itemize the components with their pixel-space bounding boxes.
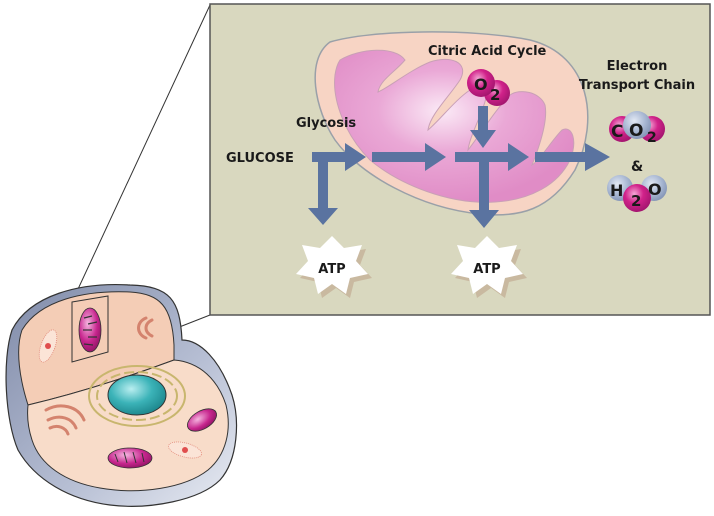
nucleus [107,374,167,416]
co2-o-text: O [629,121,643,141]
h2o-molecule: H 2 O [607,175,667,212]
glycosis-label: Glycosis [296,116,356,131]
arrow-atp-1 [308,160,338,225]
co2-c-text: C [611,122,623,142]
ampersand-text: & [631,159,643,175]
arrow-to-etc [535,143,610,171]
etc-label-line1: Electron [607,59,668,74]
co2-molecule: C O 2 [609,111,665,146]
etc-label-line2: Transport Chain [579,78,695,93]
atp-2-label: ATP [473,262,500,277]
atp-star-1: ATP [296,236,372,298]
arrow-atp-2 [469,160,499,228]
citric-acid-cycle-label: Citric Acid Cycle [428,44,547,59]
arrow-glucose [312,143,366,171]
h2o-h-text: H [610,181,623,200]
pathway-arrows [308,106,610,228]
o2-atom-text: O [474,75,488,94]
h2o-subscript-text: 2 [631,192,641,210]
h2o-o-text: O [648,180,662,199]
atp-1-label: ATP [318,262,345,277]
o2-subscript-text: 2 [490,86,500,104]
co2-subscript-text: 2 [647,130,657,146]
atp-star-2: ATP [451,236,527,298]
arrow-cycle [455,143,529,171]
o2-molecule: O 2 [467,69,510,106]
arrow-to-cycle [372,143,446,171]
arrow-o2-down [470,106,496,148]
animal-cell [5,283,238,507]
glucose-label: GLUCOSE [226,151,294,166]
